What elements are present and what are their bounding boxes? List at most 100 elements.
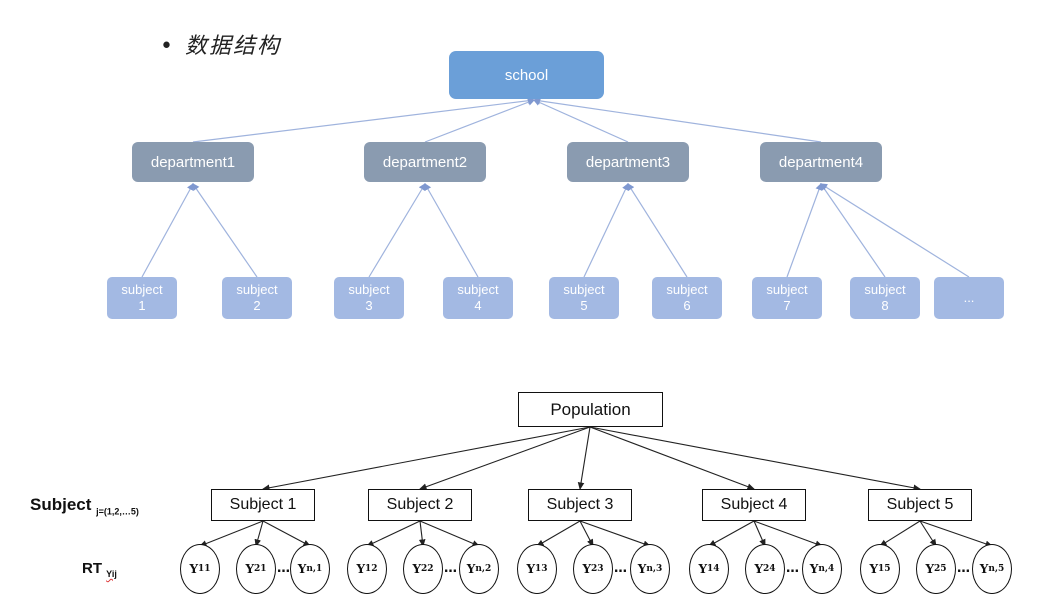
edge-line (536, 520, 581, 547)
heading-text: 数据结构 (184, 34, 281, 59)
leaf-index: 22 (421, 564, 434, 574)
heading-bullet: • (160, 34, 175, 59)
subject-node-label: subject (563, 282, 605, 297)
edge-line (753, 520, 766, 548)
leaf-base: Y (466, 562, 476, 576)
subject-node-label: ... (963, 290, 975, 305)
edge-line (919, 520, 994, 547)
subject-node-label: subject (121, 282, 163, 297)
leaf-base: Y (189, 562, 199, 576)
leaf-base: Y (582, 562, 592, 576)
edge-line (819, 183, 970, 278)
leaf-ellipsis: … (614, 561, 627, 576)
leaf-index: 14 (707, 564, 720, 574)
subject-node-label: subject (666, 282, 708, 297)
leaf-base: Y (412, 562, 422, 576)
edge-line (262, 520, 311, 547)
school-node: school (449, 51, 604, 99)
population-node: Population (518, 392, 663, 427)
leaf-ellipsis: … (786, 561, 799, 576)
edge-line (424, 182, 479, 278)
edge-line (141, 182, 194, 278)
department-node: department2 (364, 142, 486, 182)
rt-row-label-var: Yij (106, 569, 117, 579)
edge-line (419, 520, 481, 547)
subject-node-more: ... (934, 277, 1004, 319)
rt-row-label: RT Yij (82, 560, 117, 579)
edge-line (368, 182, 426, 278)
rt-row-label-main: RT (82, 560, 102, 577)
edge-line (820, 183, 886, 278)
leaf-index: 21 (254, 564, 267, 574)
subject-box: Subject 4 (702, 489, 806, 521)
subject-node-number: 2 (253, 298, 261, 313)
leaf-index: n,1 (306, 564, 323, 574)
leaf-base: Y (637, 562, 647, 576)
edge-line (786, 182, 823, 278)
edge-line (424, 98, 536, 143)
leaf-base: Y (297, 562, 307, 576)
subject-row-label: Subject j=(1,2,…5) (30, 495, 139, 516)
department-node: department4 (760, 142, 882, 182)
edge-line (577, 426, 591, 491)
subject-node-label: subject (864, 282, 906, 297)
leaf-index: 25 (934, 564, 947, 574)
edge-line (532, 97, 822, 143)
leaf-base: Y (979, 562, 989, 576)
edge-line (532, 99, 629, 143)
leaf-index: n,2 (475, 564, 492, 574)
subject-row-label-index: j=(1,2,…5) (96, 506, 139, 517)
leaf-base: Y (245, 562, 255, 576)
leaf-index: n,4 (818, 564, 835, 574)
subject-node-number: 7 (783, 298, 791, 313)
leaf-index: 13 (535, 564, 548, 574)
edge-line (198, 520, 264, 547)
edge-line (627, 182, 688, 278)
subject-node-number: 3 (365, 298, 373, 313)
edge-line (879, 520, 921, 547)
leaf-index: 23 (591, 564, 604, 574)
leaf-ellipsis: … (277, 561, 290, 576)
edge-line (192, 97, 536, 143)
leaf-index: 15 (878, 564, 891, 574)
leaf-base: Y (698, 562, 708, 576)
edge-line (418, 520, 426, 548)
leaf-index: n,3 (646, 564, 663, 574)
subject-row-label-main: Subject (30, 495, 92, 514)
leaf-base: Y (526, 562, 536, 576)
department-node: department1 (132, 142, 254, 182)
section-heading: • 数据结构 (160, 28, 281, 60)
department-node: department3 (567, 142, 689, 182)
edge-line (261, 426, 591, 492)
leaf-base: Y (356, 562, 366, 576)
subject-box: Subject 1 (211, 489, 315, 521)
edge-line (579, 520, 594, 547)
subject-node-label: subject (766, 282, 808, 297)
edge-line (366, 520, 421, 547)
subject-node-number: 5 (580, 298, 588, 313)
subject-node-label: subject (348, 282, 390, 297)
leaf-base: Y (809, 562, 819, 576)
leaf-index: 12 (365, 564, 378, 574)
